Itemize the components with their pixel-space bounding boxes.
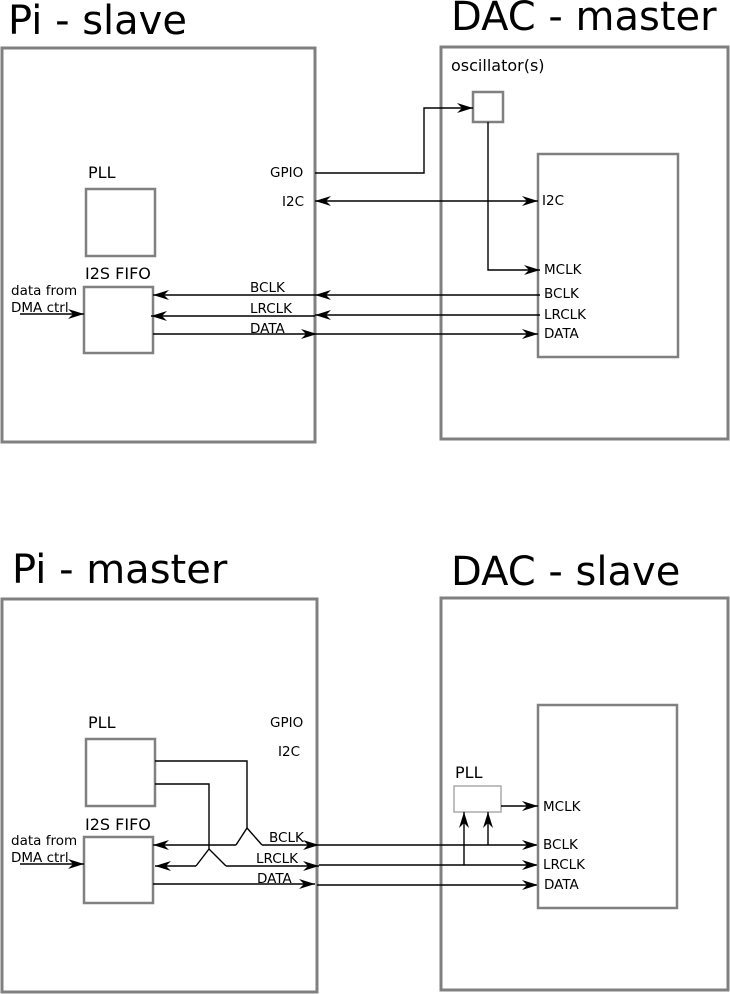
top-dma-label-2: DMA ctrl [11,300,69,316]
top-lrclk-label: LRCLK [250,301,293,317]
bottom-bclk-split-right [246,827,263,846]
top-dac-chip [536,152,680,359]
top-oscillator-box [471,90,505,124]
bottom-pi-title: Pi - master [12,547,228,593]
top-dac-frame [439,45,730,441]
bottom-dac-pll-box [453,785,502,813]
top-dac-bclk-label: BCLK [544,286,580,302]
top-pi-i2c-label: I2C [282,194,304,210]
bottom-dac-mclk-label: MCLK [543,799,582,815]
bottom-dac-bclk-label: BCLK [543,837,579,853]
bottom-bclk-label: BCLK [269,830,305,846]
bottom-pll-box [84,737,157,808]
bottom-lrclk-split-left [195,848,210,867]
top-dac-i2c-label: I2C [542,193,564,209]
top-dac-mclk-label: MCLK [544,262,583,278]
top-dac-data-label: DATA [544,326,580,342]
top-scenario: Pi - slave DAC - master PLL I2S FIFO dat… [0,0,730,444]
bottom-dac-title: DAC - slave [451,549,680,595]
bottom-lrclk-label: LRCLK [256,851,299,867]
bottom-fifo-label: I2S FIFO [85,815,151,834]
top-gpio-wire [315,103,473,174]
bottom-dac-data-label: DATA [544,877,580,893]
top-oscillator-label: oscillator(s) [451,56,545,75]
bottom-pll-label: PLL [88,713,116,732]
top-fifo-box [82,285,155,355]
bottom-pll-bclk-wire [155,760,248,828]
bottom-data-label: DATA [257,871,293,887]
top-pi-frame [0,46,317,444]
top-mclk-wire [487,122,540,275]
top-fifo-label: I2S FIFO [85,264,151,283]
top-dac-title: DAC - master [451,0,717,40]
top-dac-lrclk-label: LRCLK [544,307,587,323]
top-bclk-label: BCLK [250,280,286,296]
bottom-fifo-box [82,835,155,905]
bottom-lrclk-split-right [208,848,227,867]
top-pll-box [84,187,157,258]
bottom-scenario: Pi - master DAC - slave PLL I2S FIFO dat… [0,547,730,994]
bottom-pi-gpio-label: GPIO [270,715,303,731]
top-pi-gpio-label: GPIO [270,165,303,181]
top-pll-label: PLL [88,163,116,182]
bottom-dma-label-1: data from [11,833,77,849]
bottom-dac-lrclk-label: LRCLK [543,857,586,873]
bottom-dma-label-2: DMA ctrl [11,850,69,866]
bottom-dac-frame [439,596,730,992]
bottom-dac-pll-label: PLL [455,763,483,782]
bottom-pi-frame [0,597,319,994]
bottom-pll-lrclk-wire [155,783,210,849]
top-pi-title: Pi - slave [8,0,187,44]
bottom-pi-i2c-label: I2C [278,744,300,760]
top-dma-label-1: data from [11,283,77,299]
top-data-label: DATA [250,321,286,337]
bottom-bclk-split-left [235,827,248,846]
